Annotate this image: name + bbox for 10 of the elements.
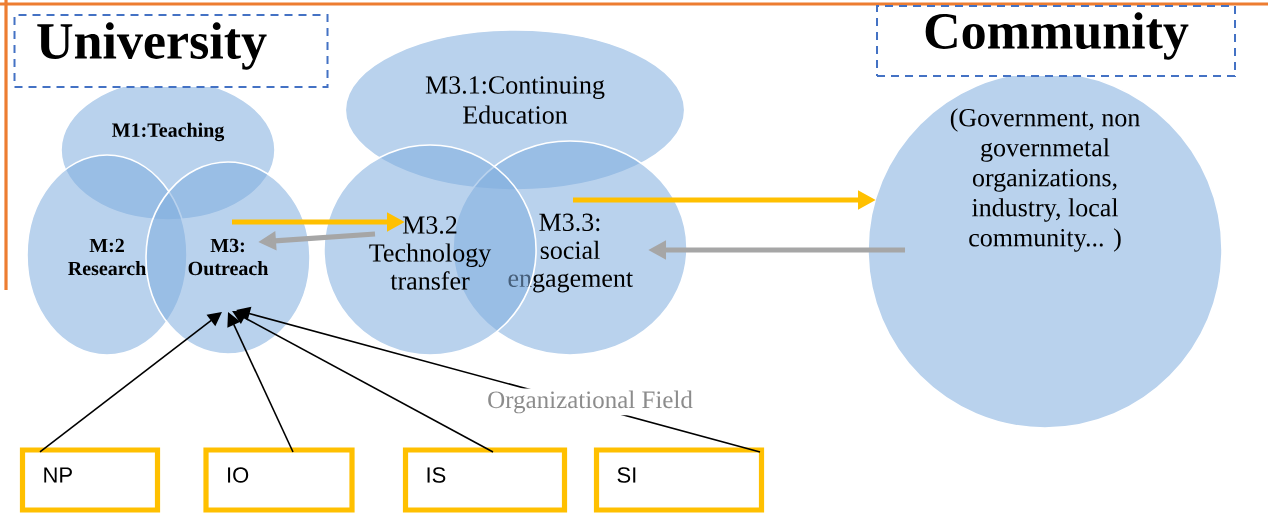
label-box: IS <box>402 447 568 513</box>
arrow <box>232 311 494 453</box>
label-box: IO <box>203 447 355 513</box>
dashed-title-box: University <box>13 14 329 88</box>
label-box: SI <box>593 447 765 513</box>
label-box: NP <box>19 447 161 513</box>
dashed-title-box: Community <box>876 5 1236 77</box>
arrow <box>227 312 294 453</box>
arrow <box>39 312 222 453</box>
field-label: Organizational Field <box>485 388 695 416</box>
